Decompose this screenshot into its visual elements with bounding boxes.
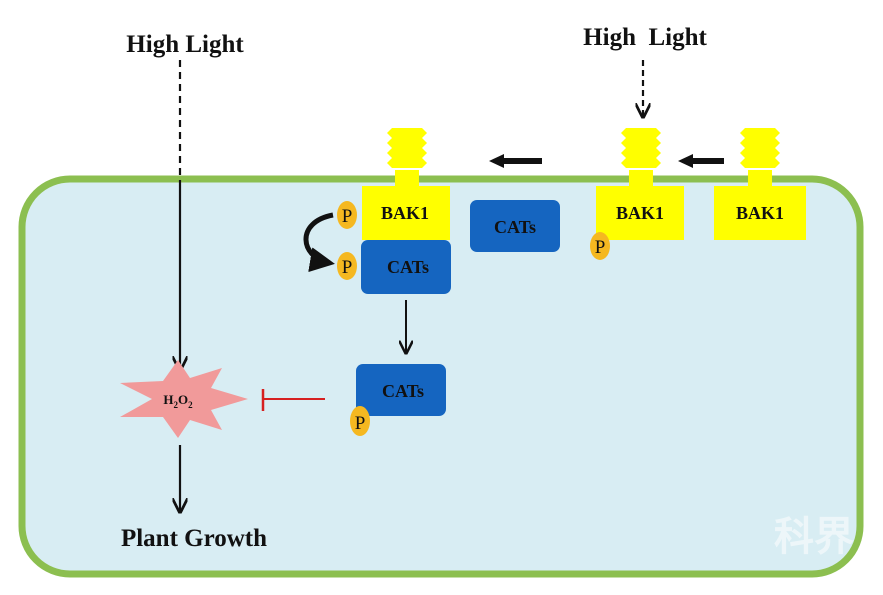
- plant-growth-label: Plant Growth: [121, 525, 267, 552]
- watermark-logo: 科界: [774, 514, 854, 560]
- cats-free-label: CATs: [494, 217, 536, 237]
- cats-lower-box: [356, 364, 446, 416]
- bak1-middle-box: [596, 186, 684, 240]
- arrow-middle-to-left: [489, 154, 542, 168]
- phosphate-cats-bound-label: P: [342, 257, 353, 278]
- phosphate-bak1-middle: [590, 232, 610, 260]
- phospho-transfer-arrow: [303, 212, 335, 273]
- phosphate-bak1-middle-label: P: [595, 237, 606, 258]
- high-light-left-label: High Light: [126, 31, 244, 58]
- arrow-right-to-middle: [678, 154, 724, 168]
- cats-bound-label: CATs: [387, 257, 429, 277]
- bak1-left-label: BAK1: [381, 203, 429, 223]
- h2o2-burst: [120, 360, 248, 438]
- bak1-right-box: [714, 186, 806, 240]
- cats-free-box: [470, 200, 560, 252]
- phosphate-cats-lower: [350, 406, 370, 436]
- phosphate-bak1-top-label: P: [342, 206, 353, 227]
- cats-lower-label: CATs: [382, 381, 424, 401]
- phosphate-bak1-top: [337, 201, 357, 229]
- phosphate-cats-bound: [337, 252, 357, 280]
- h2o2-label: H2O2: [163, 392, 193, 410]
- bak1-middle-label: BAK1: [616, 203, 664, 223]
- phosphate-cats-lower-label: P: [355, 413, 366, 434]
- bak1-left-box: [362, 186, 450, 240]
- cats-bound-box: [361, 240, 451, 294]
- high-light-right-label: High Light: [583, 24, 707, 51]
- bak1-right-label: BAK1: [736, 203, 784, 223]
